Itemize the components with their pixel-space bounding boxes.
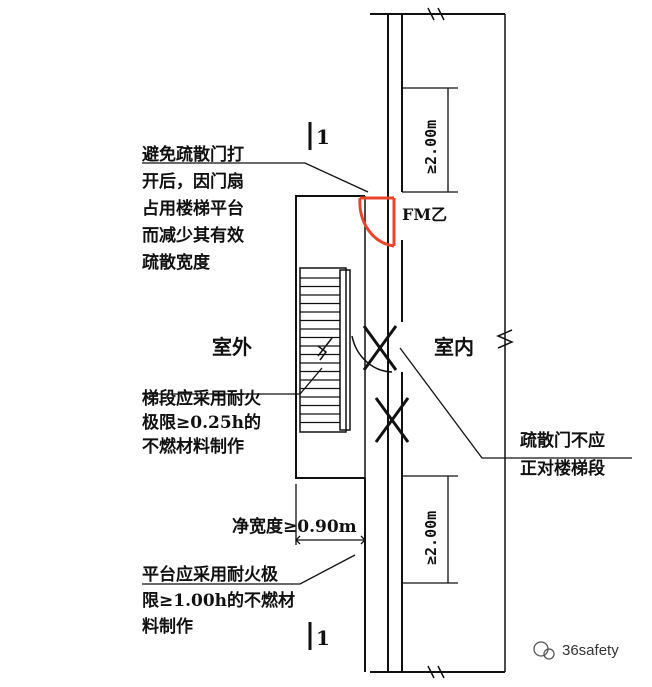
clear-width-label: 净宽度≥0.90m	[232, 516, 357, 537]
height-dimensions	[402, 87, 458, 584]
dim-upper-label: ≥2.00m	[422, 120, 440, 174]
landing-outline	[295, 195, 365, 479]
door-not-facing-note: 疏散门不应 正对楼梯段	[520, 430, 611, 479]
stair-arrow	[317, 337, 333, 361]
forbidden-door-swing	[351, 335, 393, 373]
forbidden-door-marks	[362, 325, 410, 443]
section-mark-top: 1	[316, 125, 330, 149]
section-mark-bottom: 1	[316, 626, 330, 650]
fire-door-swing	[358, 196, 396, 248]
watermark-text: 36safety	[562, 642, 619, 659]
wechat-icon	[533, 641, 549, 657]
stair-flight-note: 梯段应采用耐火 极限≥0.25h的 不燃材料制作	[142, 388, 267, 457]
bottom-break-mark	[427, 665, 445, 679]
watermark: 36safety	[533, 641, 619, 660]
indoor-label: 室内	[434, 335, 474, 359]
door-code-label: FM乙	[402, 205, 447, 224]
stair-handrail	[339, 269, 351, 431]
door-note: 避免疏散门打 开后，因门扇 占用楼梯平台 而减少其有效 疏散宽度	[142, 144, 250, 273]
landing-note: 平台应采用耐火极 限≥1.00h的不燃材 料制作	[142, 564, 301, 637]
stair-treads	[300, 277, 340, 424]
dim-lower-label: ≥2.00m	[422, 511, 440, 565]
stair-flight-outline	[299, 267, 347, 433]
top-break-mark	[427, 7, 445, 21]
outdoor-label: 室外	[212, 335, 252, 359]
right-break-mark	[496, 329, 514, 349]
leader-lines	[142, 162, 632, 585]
